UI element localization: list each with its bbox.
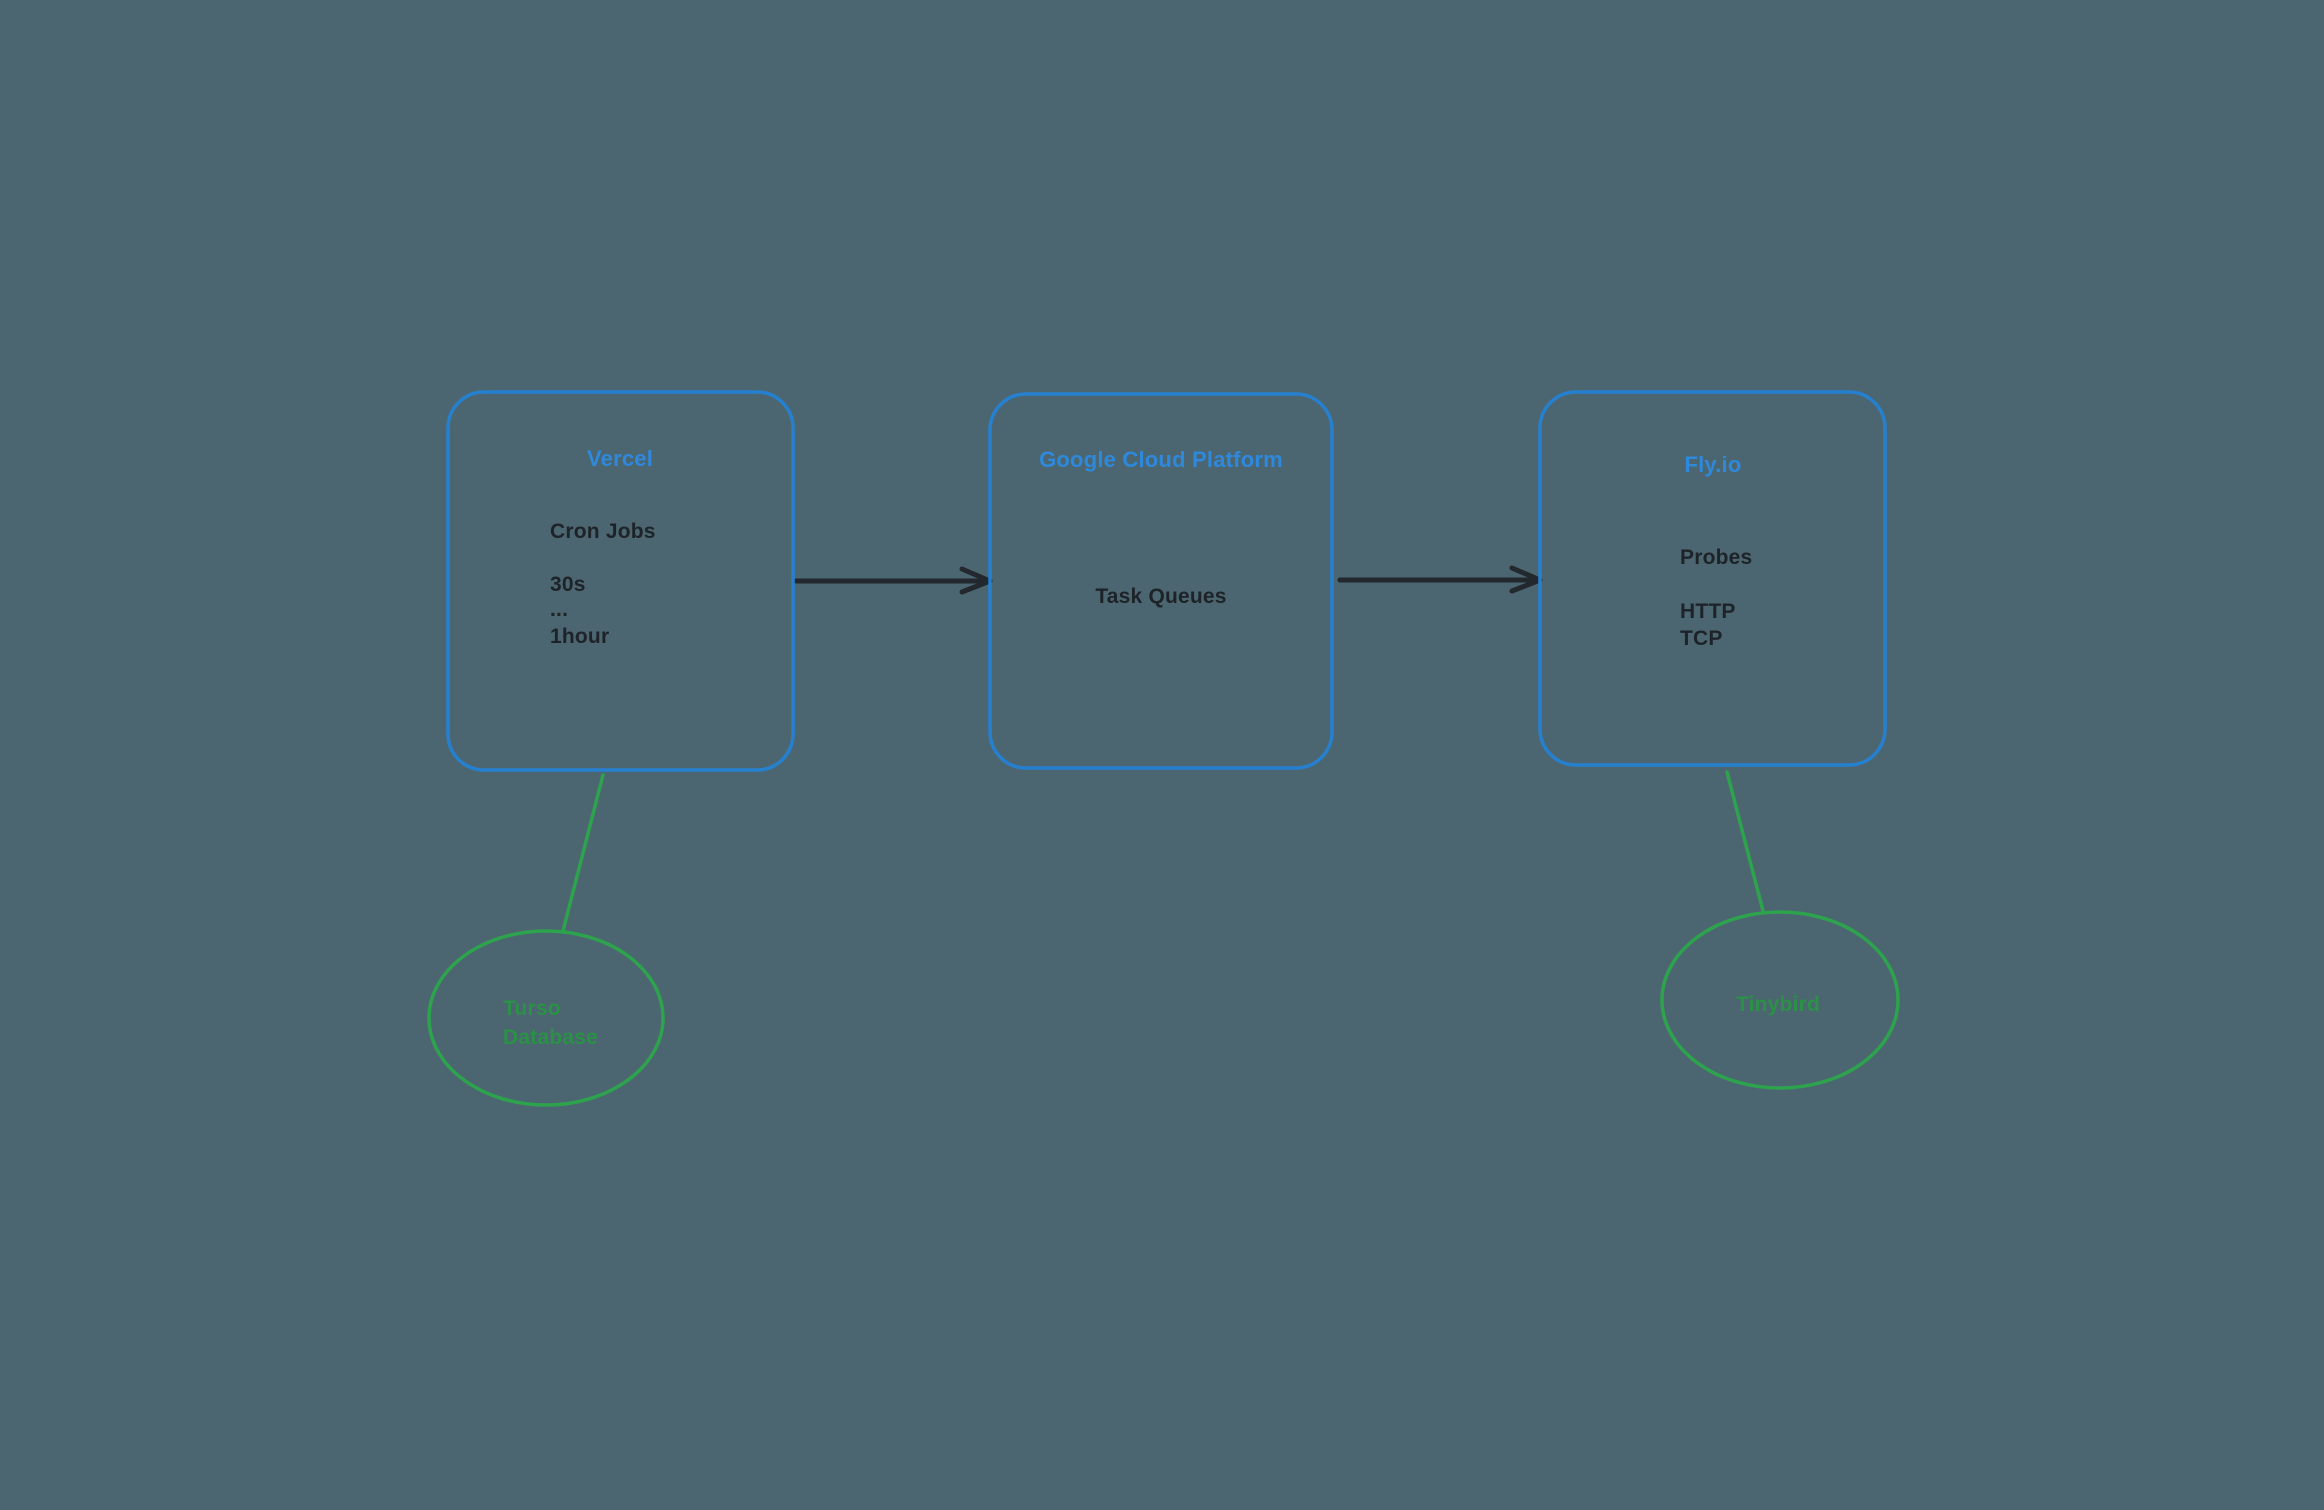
connector-flyio-to-tinybird bbox=[1725, 770, 1765, 913]
node-gcp-title: Google Cloud Platform bbox=[1039, 447, 1283, 472]
node-turso-label-line: Turso bbox=[503, 997, 561, 1020]
node-vercel-item: ... bbox=[550, 598, 568, 621]
node-turso-ellipse bbox=[427, 929, 665, 1107]
node-vercel: Vercel Cron Jobs 30s ... 1hour bbox=[446, 390, 795, 772]
node-vercel-item: 1hour bbox=[550, 625, 609, 648]
node-turso: Turso Database bbox=[427, 929, 665, 1107]
node-flyio-item: HTTP bbox=[1680, 600, 1736, 623]
node-gcp-body: Task Queues bbox=[1095, 585, 1226, 608]
node-turso-label-line: Database bbox=[503, 1026, 598, 1049]
node-vercel-heading: Cron Jobs bbox=[550, 520, 656, 543]
node-flyio-title: Fly.io bbox=[1684, 452, 1741, 477]
node-gcp: Google Cloud Platform Task Queues bbox=[988, 392, 1334, 770]
node-tinybird: Tinybird bbox=[1660, 910, 1900, 1090]
node-tinybird-ellipse bbox=[1660, 910, 1900, 1090]
node-gcp-box bbox=[988, 392, 1334, 770]
node-flyio-item: TCP bbox=[1680, 627, 1723, 650]
node-flyio-box bbox=[1538, 390, 1887, 767]
connector-vercel-to-turso bbox=[561, 773, 605, 933]
node-tinybird-label: Tinybird bbox=[1736, 993, 1820, 1016]
node-flyio: Fly.io Probes HTTP TCP bbox=[1538, 390, 1887, 767]
node-flyio-heading: Probes bbox=[1680, 546, 1752, 569]
node-vercel-item: 30s bbox=[550, 573, 586, 596]
node-vercel-box bbox=[446, 390, 795, 772]
node-vercel-title: Vercel bbox=[587, 446, 653, 471]
